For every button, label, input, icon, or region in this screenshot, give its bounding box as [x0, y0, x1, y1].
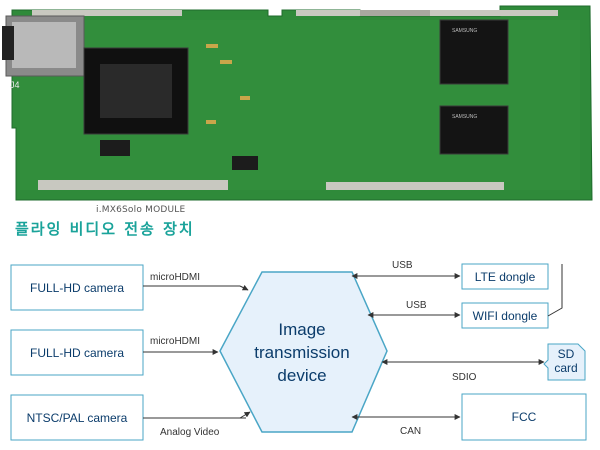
link-label-right-2: USB [406, 300, 427, 311]
camera-box-3: NTSC/PAL camera [10, 394, 144, 441]
sd-card-label-2: card [554, 361, 577, 375]
center-label-3: device [277, 366, 326, 385]
module-caption: i.MX6Solo MODULE [96, 205, 186, 215]
sd-card-label-1: SD [558, 347, 575, 361]
fcc-label: FCC [512, 410, 537, 424]
module-photo: J4 SAMSUNG SAMSUNG [2, 5, 593, 201]
chip-label-top: SAMSUNG [452, 28, 477, 34]
lte-dongle-label: LTE dongle [475, 270, 536, 284]
camera-label-3: NTSC/PAL camera [27, 411, 128, 425]
sd-card: SD card [543, 343, 586, 381]
image-transmission-device: Image transmission device [219, 271, 388, 433]
link-arrow-left-1 [239, 284, 249, 291]
link-label-left-2: microHDMI [150, 336, 200, 347]
section-title: 플라잉 비디오 전송 장치 [15, 220, 195, 238]
link-label-right-4: CAN [400, 426, 421, 437]
fcc-box: FCC [461, 393, 587, 441]
camera-box-2: FULL-HD camera [10, 329, 144, 376]
camera-label-2: FULL-HD camera [30, 346, 124, 360]
board-marking: J4 [10, 80, 20, 90]
camera-label-1: FULL-HD camera [30, 281, 124, 295]
center-label-2: transmission [254, 343, 349, 362]
chip-label-bottom: SAMSUNG [452, 114, 477, 120]
block-diagram: FULL-HD camera FULL-HD camera NTSC/PAL c… [10, 260, 587, 441]
link-label-left-3: Analog Video [160, 427, 220, 438]
camera-box-1: FULL-HD camera [10, 264, 144, 311]
link-label-right-1: USB [392, 260, 413, 271]
link-arrow-left-3 [239, 411, 251, 419]
link-label-left-1: microHDMI [150, 272, 200, 283]
link-label-right-3: SDIO [452, 372, 477, 383]
dongle-bracket-line [547, 264, 563, 317]
wifi-dongle-box: WIFI dongle [461, 302, 549, 329]
lte-dongle-box: LTE dongle [461, 263, 549, 290]
wifi-dongle-label: WIFI dongle [473, 309, 538, 323]
center-label-1: Image [278, 320, 325, 339]
